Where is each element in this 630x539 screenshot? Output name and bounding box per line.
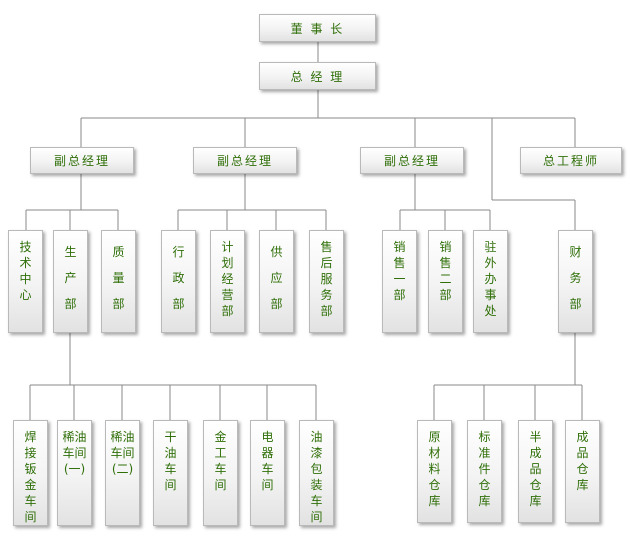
vice-gm-3-box: 副总经理: [360, 147, 464, 174]
chairman-label: 董 事 长: [290, 21, 345, 36]
warehouse-finished-goods: 成品仓库: [565, 420, 600, 523]
warehouse-label: 标准件仓库: [478, 430, 491, 508]
dept-label: 驻外办事处: [484, 240, 497, 318]
workshop-electrical: 电器车间: [250, 420, 285, 526]
dept-quality: 质量部: [101, 230, 136, 333]
workshop-thin-oil-2: 稀油车间(二): [105, 420, 140, 526]
vice-gm-2-box: 副总经理: [193, 147, 297, 174]
workshop-thin-oil-1: 稀油车间(一): [57, 420, 92, 526]
chief-engineer-box: 总工程师: [520, 147, 622, 174]
workshop-label: 焊接钣金车间: [24, 430, 37, 524]
chairman-box: 董 事 长: [259, 14, 376, 42]
workshop-label: 电器车间: [261, 430, 274, 492]
general-manager-label: 总 经 理: [290, 69, 345, 84]
dept-administration: 行政部: [161, 230, 196, 333]
dept-production: 生产部: [53, 230, 88, 333]
workshop-label: 金工车间: [214, 430, 227, 492]
dept-label: 财务部: [569, 245, 582, 311]
warehouse-label: 原材料仓库: [428, 430, 441, 508]
workshop-grease: 干油车间: [153, 420, 188, 526]
dept-sales-2: 销售二部: [428, 230, 463, 333]
dept-label: 销售二部: [439, 240, 452, 302]
dept-field-office: 驻外办事处: [473, 230, 508, 333]
dept-label: 行政部: [172, 245, 185, 311]
dept-label: 生产部: [64, 245, 77, 311]
warehouse-label: 成品仓库: [576, 430, 589, 492]
dept-supply: 供应部: [259, 230, 294, 333]
workshop-machining: 金工车间: [203, 420, 238, 526]
workshop-painting: 油漆包装车间: [299, 420, 334, 526]
workshop-label: 稀油车间(一): [62, 430, 87, 476]
dept-label: 售后服务部: [320, 240, 333, 318]
workshop-label: 稀油车间(二): [110, 430, 135, 476]
workshop-welding: 焊接钣金车间: [13, 420, 48, 526]
warehouse-semi-finished: 半成品仓库: [518, 420, 553, 523]
warehouse-raw-materials: 原材料仓库: [417, 420, 452, 523]
warehouse-standard-parts: 标准件仓库: [467, 420, 502, 523]
dept-tech-center: 技术中心: [8, 230, 43, 333]
warehouse-label: 半成品仓库: [529, 430, 542, 508]
vice-gm-1-label: 副总经理: [53, 154, 110, 168]
dept-planning: 计划经营部: [210, 230, 245, 333]
vice-gm-3-label: 副总经理: [383, 154, 440, 168]
workshop-label: 干油车间: [164, 430, 177, 492]
vice-gm-2-label: 副总经理: [216, 154, 273, 168]
dept-finance: 财务部: [558, 230, 593, 333]
dept-label: 计划经营部: [221, 240, 234, 318]
dept-label: 质量部: [112, 245, 125, 311]
dept-label: 技术中心: [19, 240, 32, 302]
general-manager-box: 总 经 理: [259, 62, 376, 90]
dept-label: 销售一部: [393, 240, 406, 302]
dept-sales-1: 销售一部: [382, 230, 417, 333]
workshop-label: 油漆包装车间: [310, 430, 323, 524]
dept-label: 供应部: [270, 245, 283, 311]
dept-after-sales: 售后服务部: [309, 230, 344, 333]
chief-engineer-label: 总工程师: [542, 154, 599, 168]
vice-gm-1-box: 副总经理: [30, 147, 134, 174]
